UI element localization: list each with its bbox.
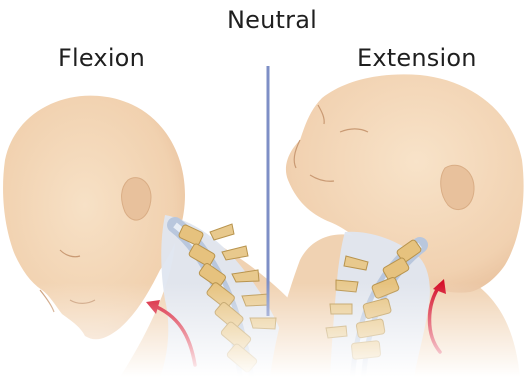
extension-figure: [270, 74, 524, 377]
flexion-figure: [3, 96, 325, 377]
flexion-ear: [122, 178, 151, 220]
